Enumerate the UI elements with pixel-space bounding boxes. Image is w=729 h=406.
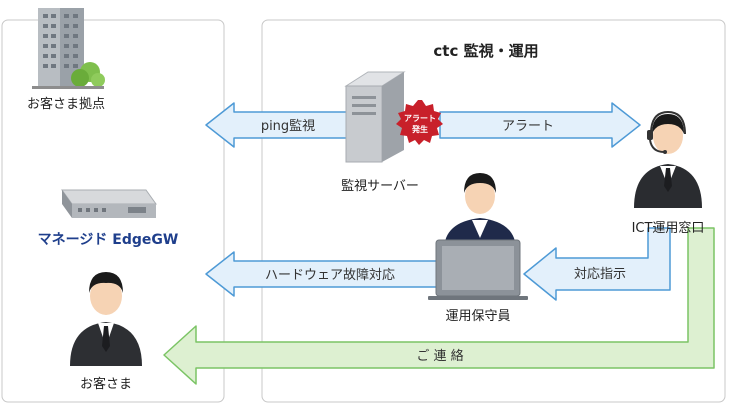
instruct-arrow xyxy=(523,227,671,301)
ping-arrow-label: ping監視 xyxy=(261,118,315,134)
instruct-arrow-label: 対応指示 xyxy=(574,267,626,282)
alert-badge-icon xyxy=(396,100,443,145)
alert-badge-text-1: アラート xyxy=(404,114,436,123)
ctc-panel-title: ctc 監視・運用 xyxy=(433,42,538,60)
hw-fault-arrow-label: ハードウェア故障対応 xyxy=(265,268,395,283)
alert-badge-text-2: 発生 xyxy=(411,124,428,134)
server-label: 監視サーバー xyxy=(341,178,419,194)
server-icon xyxy=(344,71,406,163)
contact-arrow-label: ご 連 絡 xyxy=(416,348,463,364)
edge-gateway-icon xyxy=(61,189,157,218)
customer-label: お客さま xyxy=(80,376,132,392)
laptop-icon xyxy=(428,239,528,300)
ict-operator-icon xyxy=(634,110,702,208)
alert-arrow xyxy=(439,102,641,148)
edge-gateway-label: マネージド EdgeGW xyxy=(38,232,179,248)
customer-person-icon xyxy=(70,272,142,366)
building-icon xyxy=(32,8,105,89)
customer-site-label: お客さま拠点 xyxy=(27,96,105,112)
maintainer-label: 運用保守員 xyxy=(445,309,510,324)
ict-desk-label: ICT運用窓口 xyxy=(632,220,705,236)
contact-arrow xyxy=(163,227,715,385)
alert-arrow-label: アラート xyxy=(502,119,554,134)
